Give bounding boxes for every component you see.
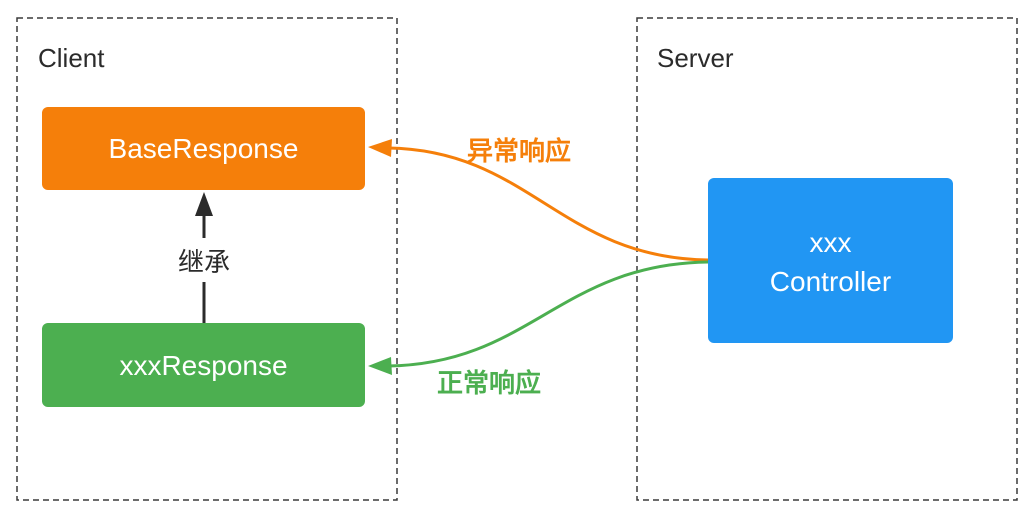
inherit-edge: 继承 xyxy=(178,192,230,323)
inherit-arrowhead xyxy=(195,192,213,216)
base-response-box xyxy=(42,107,365,190)
inherit-label: 继承 xyxy=(178,247,230,277)
normal-response-curve xyxy=(387,260,709,368)
error-response-label: 异常响应 xyxy=(467,136,571,166)
server-zone-label: Server xyxy=(657,43,734,73)
controller-label-line2: Controller xyxy=(770,266,891,297)
error-response-arrowhead xyxy=(368,139,392,157)
normal-response-label: 正常响应 xyxy=(437,368,541,398)
normal-response-arrowhead xyxy=(368,357,392,375)
controller-label-line1: xxx xyxy=(810,227,852,258)
error-response-curve xyxy=(387,146,709,262)
server-zone-border xyxy=(636,17,1018,501)
xxx-response-node: xxxResponse xyxy=(42,323,365,407)
xxx-response-label: xxxResponse xyxy=(119,350,287,381)
base-response-node: BaseResponse xyxy=(42,107,365,190)
client-zone-label: Client xyxy=(38,43,105,73)
server-zone: Server xyxy=(636,17,1018,501)
controller-box xyxy=(708,178,953,343)
normal-response-edge: 正常响应 xyxy=(368,260,709,398)
xxx-response-box xyxy=(42,323,365,407)
client-zone: Client xyxy=(16,17,398,501)
controller-node: xxx Controller xyxy=(708,178,953,343)
base-response-label: BaseResponse xyxy=(109,133,299,164)
error-response-edge: 异常响应 xyxy=(368,136,709,262)
client-zone-border xyxy=(16,17,398,501)
